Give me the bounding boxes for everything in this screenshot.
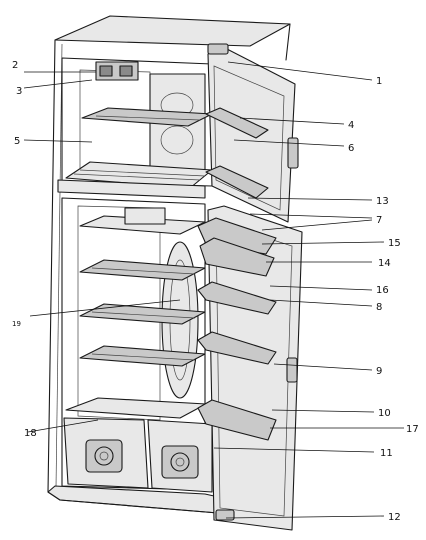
callout-11: 11 <box>380 448 393 459</box>
door-bin-2 <box>197 331 277 365</box>
callout-8: 8 <box>376 302 382 313</box>
fridge-shelf-1 <box>79 215 206 235</box>
freezer-door-shelf-upper <box>205 107 269 139</box>
freezer-door <box>205 43 299 223</box>
callout-17: 17 <box>406 424 419 435</box>
door-bin-1 <box>197 281 277 315</box>
cabinet <box>47 15 291 515</box>
cabinet-left-side <box>47 39 61 501</box>
callout-3: 3 <box>16 86 22 97</box>
leader-lines <box>23 61 404 519</box>
callout-19: 19 <box>12 320 21 328</box>
freezer-compartment <box>61 57 213 189</box>
fridge-shelf-4 <box>79 345 206 367</box>
callout-labels: 2 3 1 5 4 6 13 7 15 14 16 8 19 9 10 17 1… <box>12 60 419 523</box>
fridge-shelf-3 <box>79 303 206 325</box>
freezer-door-shelf-lower <box>205 165 269 199</box>
callout-6: 6 <box>348 143 354 154</box>
compartment-divider <box>57 179 206 199</box>
callout-4: 4 <box>348 120 354 131</box>
callout-10: 10 <box>378 408 391 419</box>
callout-12: 12 <box>388 512 401 523</box>
fridge-shelf-2 <box>79 259 206 281</box>
callout-14: 14 <box>378 258 391 269</box>
bottom-hinge <box>215 509 235 521</box>
cabinet-top <box>54 15 291 47</box>
callout-5: 5 <box>14 136 20 147</box>
fridge-compartment <box>61 197 213 493</box>
fridge-door <box>197 205 303 531</box>
crisper-cover <box>65 397 207 419</box>
callout-7: 7 <box>376 215 382 226</box>
top-hinge <box>207 43 229 55</box>
freezer-door-handle <box>287 137 299 169</box>
callout-13: 13 <box>376 196 389 207</box>
callout-15: 15 <box>388 238 401 249</box>
fridge-door-handle <box>286 357 298 383</box>
callout-2: 2 <box>12 60 18 71</box>
door-bin-bottle <box>197 399 277 441</box>
callout-1: 1 <box>376 76 382 87</box>
callout-18: 18 <box>24 428 37 439</box>
callout-16: 16 <box>376 285 389 296</box>
callout-9: 9 <box>376 366 382 377</box>
door-dairy-compartment <box>199 237 275 277</box>
